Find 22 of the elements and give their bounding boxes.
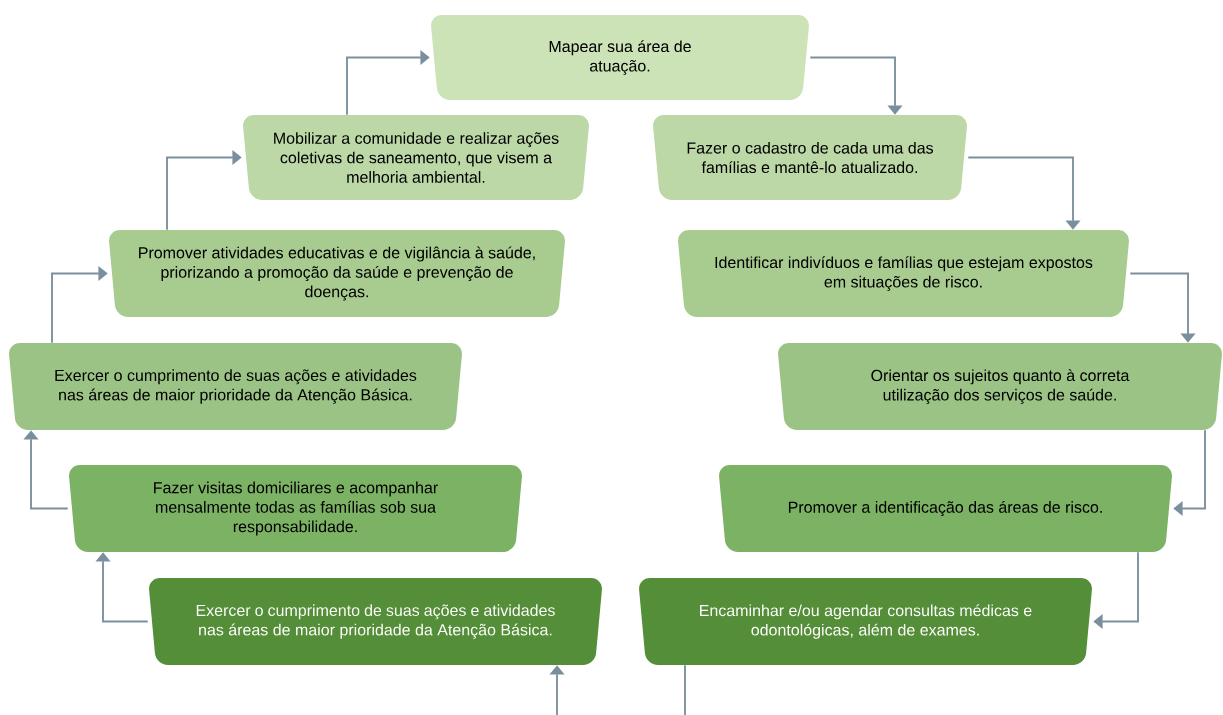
connector-line	[684, 664, 686, 715]
process-box: Promover atividades educativas e de vigilância à saúde, priorizando a promoção da saúde e prevenção de doenças.	[109, 230, 565, 317]
process-box: Exercer o cumprimento de suas ações e atividades nas áreas de maior prioridade da Atenção Básica.	[149, 578, 602, 665]
process-box: Encaminhar e/ou agendar consultas médicas e odontológicas, além de exames.	[639, 578, 1092, 665]
arrow	[23, 430, 69, 510]
process-box: Fazer visitas domiciliares e acompanhar mensalmente todas as famílias sob sua responsabilidade.	[69, 465, 522, 552]
process-box: Mapear sua área de atuação.	[431, 15, 809, 100]
process-box: Mobilizar a comunidade e realizar ações coletivas de saneamento, que visem a melhoria ambiental.	[243, 115, 589, 200]
arrow	[346, 49, 430, 116]
arrow	[1173, 429, 1206, 517]
process-box: Fazer o cadastro de cada uma das famílias e mantê-lo atualizado.	[653, 115, 967, 200]
arrow	[166, 149, 242, 231]
arrow	[1129, 272, 1196, 343]
arrow	[809, 56, 903, 115]
arrow	[967, 156, 1081, 230]
process-box: Promover a identificação das áreas de risco.	[719, 465, 1172, 552]
arrow	[95, 552, 149, 623]
arrow	[1093, 551, 1139, 630]
arrow	[51, 265, 108, 344]
process-box: Exercer o cumprimento de suas ações e atividades nas áreas de maior prioridade da Atenção Básica.	[9, 343, 462, 430]
process-box: Orientar os sujeitos quanto à correta utilização dos serviços de saúde.	[778, 343, 1222, 430]
process-box: Identificar indivíduos e famílias que estejam expostos em situações de risco.	[678, 230, 1129, 317]
